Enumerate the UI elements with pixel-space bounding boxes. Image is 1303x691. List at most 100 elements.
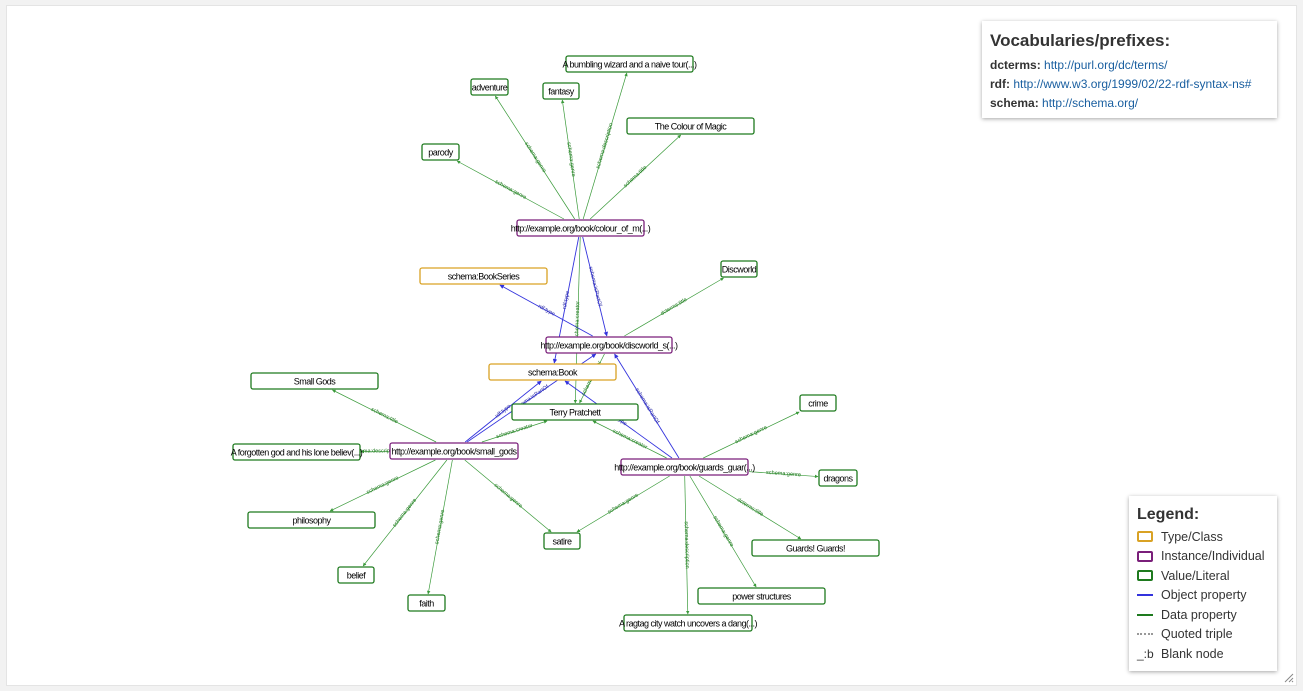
legend-item-quoted-triple: Quoted triple: [1137, 625, 1269, 645]
edge-label: schema:title: [623, 165, 649, 189]
literal-swatch-icon: [1137, 570, 1153, 582]
node-box: [488, 363, 617, 381]
node-label: http://example.org/book/colour_of_m(...): [511, 224, 651, 234]
node-label: Small Gods: [294, 377, 337, 387]
node-label: A bumbling wizard and a naive tour(...): [562, 60, 697, 70]
node-colourtitle[interactable]: The Colour of Magic: [626, 117, 755, 135]
edge-guards-satire: [576, 475, 670, 533]
edge-label: schema:genre: [366, 475, 400, 496]
legend-item-label: Value/Literal: [1161, 568, 1230, 583]
object-property-line-icon: [1137, 594, 1153, 597]
prefix-uri-link[interactable]: http://www.w3.org/1999/02/22-rdf-syntax-…: [1013, 77, 1252, 91]
node-label: satire: [552, 537, 572, 547]
instance-swatch-icon: [1137, 550, 1153, 562]
node-dragons[interactable]: dragons: [818, 469, 858, 487]
node-box: [720, 260, 758, 278]
edge-colour-discworld: [582, 236, 609, 337]
prefix-row-schema: schema: http://schema.org/: [990, 94, 1269, 113]
node-satire[interactable]: satire: [543, 532, 581, 550]
node-box: [337, 566, 375, 584]
prefix-uri-link[interactable]: http://purl.org/dc/terms/: [1044, 58, 1168, 72]
node-label: schema:Book: [528, 368, 578, 378]
legend-item-label: Quoted triple: [1161, 627, 1233, 642]
node-label: A ragtag city watch uncovers a dang(...): [619, 619, 758, 629]
node-box: [250, 372, 379, 390]
legend-item-type: Type/Class: [1137, 527, 1269, 547]
node-guards[interactable]: http://example.org/book/guards_guar(...): [614, 458, 756, 476]
blank-node-symbol: _:b: [1137, 646, 1154, 661]
legend-item-label: Type/Class: [1161, 529, 1223, 544]
node-faith[interactable]: faith: [407, 594, 446, 612]
resize-handle-icon[interactable]: [1282, 671, 1294, 683]
prefix-row-dcterms: dcterms: http://purl.org/dc/terms/: [990, 56, 1269, 75]
node-box: [542, 82, 580, 100]
node-ragtag[interactable]: A ragtag city watch uncovers a dang(...): [619, 614, 758, 632]
node-box: [565, 55, 694, 73]
node-forgotten[interactable]: A forgotten god and his lone believ(...): [231, 443, 363, 461]
edge-discworld-bookseries: [499, 284, 593, 337]
node-crime[interactable]: crime: [799, 394, 837, 412]
edge-label: dcterms:title: [660, 297, 689, 317]
legend-item-label: Data property: [1161, 607, 1237, 622]
node-parody[interactable]: parody: [421, 143, 460, 161]
node-philosophy[interactable]: philosophy: [247, 511, 376, 529]
node-box: [697, 587, 826, 605]
edge-label: schema:description: [595, 122, 614, 169]
edge-smallgods-faith: [426, 459, 453, 595]
edge-colour-colourtitle: [589, 134, 682, 220]
edge-colour-fantasy: [560, 99, 580, 220]
node-belief[interactable]: belief: [337, 566, 375, 584]
edge-label: rdf:type: [537, 303, 556, 317]
graph-canvas[interactable]: schema:genre schema:genre schema:descripti…: [6, 5, 1297, 686]
edge-label: schema:creator: [574, 301, 581, 339]
node-box: [818, 469, 858, 487]
edge-colour-adventure: [495, 95, 575, 220]
edge-colour-parody: [456, 160, 565, 220]
edge-label: schema:creator: [611, 428, 648, 450]
edge-label: schema:title: [370, 407, 399, 426]
node-smallgods[interactable]: http://example.org/book/small_gods: [389, 442, 519, 460]
node-box: [543, 532, 581, 550]
node-guardstitle[interactable]: Guards! Guards!: [751, 539, 880, 557]
node-label: belief: [347, 571, 367, 581]
legend-item-data-property: Data property: [1137, 605, 1269, 625]
node-book[interactable]: schema:Book: [488, 363, 617, 381]
edge-guards-guardstitle: [698, 475, 802, 540]
edge-label: dcterms:title: [736, 497, 764, 518]
edge-label: schema:genre: [523, 141, 547, 174]
edge-label: schema:genre: [607, 492, 640, 515]
node-smallgodstitle[interactable]: Small Gods: [250, 372, 379, 390]
vocabularies-panel: Vocabularies/prefixes: dcterms: http://p…: [982, 21, 1277, 118]
edge-label: schema:genre: [565, 142, 576, 177]
node-box: [421, 143, 460, 161]
node-label: faith: [419, 599, 434, 609]
node-discworldtitle[interactable]: Discworld: [720, 260, 758, 278]
prefix-name: dcterms:: [990, 58, 1041, 72]
prefix-name: schema:: [990, 96, 1039, 110]
prefix-uri-link[interactable]: http://schema.org/: [1042, 96, 1139, 110]
node-label: http://example.org/book/small_gods: [391, 447, 517, 457]
edge-smallgods-book: [464, 380, 542, 443]
quoted-triple-line-icon: [1137, 633, 1153, 636]
node-label: parody: [428, 148, 454, 158]
node-colour[interactable]: http://example.org/book/colour_of_m(...): [511, 219, 651, 237]
edge-label: schema:description: [351, 448, 398, 454]
rdf-graph[interactable]: schema:genre schema:genre schema:descripti…: [7, 6, 1297, 686]
edge-smallgods-satire: [464, 459, 552, 533]
node-label: A forgotten god and his lone believ(...): [231, 448, 363, 458]
node-label: adventure: [472, 83, 508, 93]
node-box: [470, 78, 509, 96]
edge-guards-dragons: [748, 471, 819, 479]
node-discworld[interactable]: http://example.org/book/discworld_s(...): [540, 336, 679, 354]
node-power[interactable]: power structures: [697, 587, 826, 605]
node-label: Terry Pratchett: [549, 408, 601, 418]
node-adventure[interactable]: adventure: [470, 78, 509, 96]
legend-item-instance: Instance/Individual: [1137, 547, 1269, 567]
node-terry[interactable]: Terry Pratchett: [511, 403, 639, 421]
node-bumbling[interactable]: A bumbling wizard and a naive tour(...): [562, 55, 698, 73]
edge-smallgods-philosophy: [329, 459, 436, 512]
node-bookseries[interactable]: schema:BookSeries: [419, 267, 548, 285]
nodes-layer: http://example.org/book/colour_of_m(...)…: [231, 55, 880, 632]
node-box: [623, 614, 753, 632]
node-fantasy[interactable]: fantasy: [542, 82, 580, 100]
